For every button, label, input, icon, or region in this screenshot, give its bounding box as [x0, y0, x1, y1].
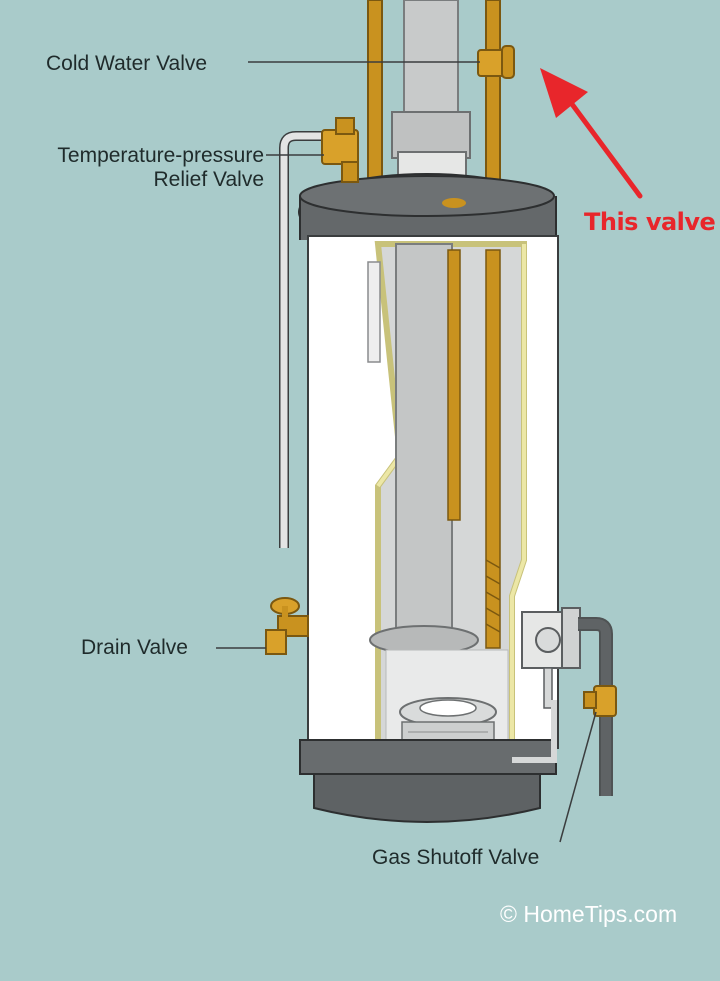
label-tpr-line1: Temperature-pressure: [57, 144, 264, 167]
cold-water-valve-icon: [477, 45, 515, 79]
annotation-this-valve: This valve: [584, 208, 716, 236]
label-cold-water-valve: Cold Water Valve: [46, 52, 208, 75]
gas-supply-line: [578, 617, 613, 796]
dip-tube: [485, 249, 501, 649]
leader-gas-shutoff: [559, 711, 597, 843]
cold-water-inlet-pipe: [367, 0, 383, 199]
flue-exhaust-pipe: [403, 0, 459, 121]
flue-collar: [391, 111, 471, 159]
copyright-credit: © HomeTips.com: [500, 901, 678, 927]
red-arrow-icon: [540, 68, 643, 199]
label-gas-shutoff-valve: Gas Shutoff Valve: [372, 846, 540, 869]
anode-rod: [447, 249, 461, 521]
drain-valve-icon: [265, 597, 309, 655]
label-drain-valve: Drain Valve: [81, 636, 188, 659]
hot-water-outlet-pipe: [485, 0, 501, 189]
label-tpr-line2: Relief Valve: [153, 168, 265, 191]
gas-burner: [399, 697, 497, 749]
tank-base: [313, 773, 541, 823]
gas-control-box: [512, 607, 581, 763]
inner-flue: [395, 243, 453, 635]
label-temperature-pressure-relief-valve: Temperature-pressure Relief Valve: [12, 144, 264, 192]
gas-shutoff-valve-icon: [583, 685, 617, 717]
temperature-pressure-relief-valve-icon: [279, 117, 359, 548]
